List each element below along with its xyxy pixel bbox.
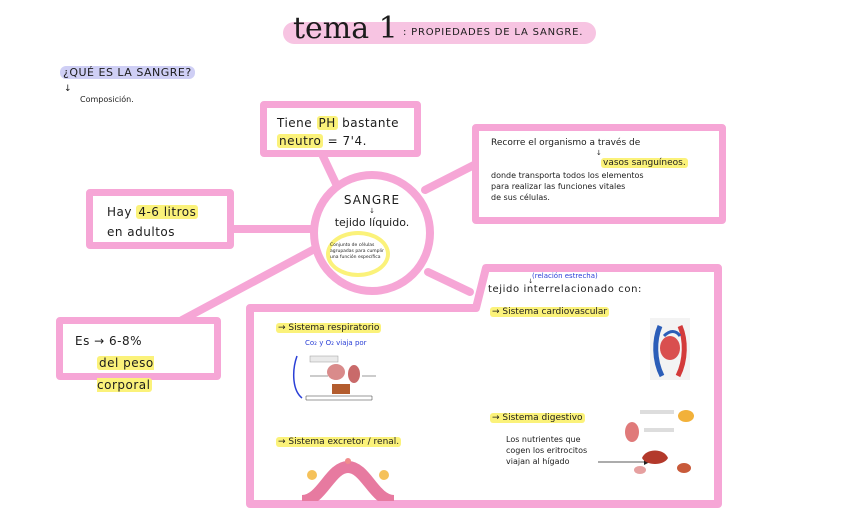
center-inner-text: Conjunto de células agrupadas para cumpl… [330, 243, 384, 260]
main-header: tejido interrelacionado con: [488, 284, 642, 295]
box-peso-highlight: del peso corporal [97, 356, 154, 392]
box-litros-highlight: 4-6 litros [136, 205, 199, 219]
box-ph-text-b: bastante [342, 116, 400, 130]
page-subtitle: : PROPIEDADES DE LA SANGRE. [403, 27, 584, 38]
digestivo-note-line3: viajan al hígado [506, 457, 570, 466]
connector-peso [178, 241, 326, 324]
respiratorio-note: Co₂ y O₂ viaja por [305, 339, 367, 347]
center-title: SANGRE [343, 193, 401, 207]
center-arrow-icon: ↓ [369, 207, 375, 215]
box-recorre-line3: donde transporta todos los elementos [491, 171, 644, 180]
box-recorre: Recorre el organismo a través de ↓ vasos… [472, 124, 726, 224]
question-text: ¿QUÉ ES LA SANGRE? [60, 66, 195, 79]
box-peso: Es → 6-8% del peso corporal [56, 317, 221, 392]
relation-label: (relación estrecha) [532, 272, 598, 280]
box-ph-highlight-neutro: neutro [277, 134, 324, 148]
box-litros: Hay 4-6 litros en adultos [86, 189, 234, 249]
center-subtitle: tejido líquido. [334, 216, 410, 229]
digestivo-diagram-image [620, 408, 700, 480]
question-arrow-icon: ↓ [64, 84, 72, 94]
box-recorre-line5: de sus células. [491, 193, 550, 202]
relation-arrow-icon: ↓ [528, 278, 534, 285]
box-ph: Tiene PH bastante neutro = 7'4. [260, 101, 421, 157]
box-litros-line1: Hay 4-6 litros [107, 202, 213, 222]
page-title: tema 1 [293, 11, 398, 46]
digestivo-note: Los nutrientes que cogen los eritrocitos… [506, 434, 587, 467]
system-respiratorio-label: → Sistema respiratorio [276, 323, 382, 333]
excretor-diagram-image [302, 457, 394, 501]
box-ph-line1: Tiene PH bastante [277, 114, 404, 132]
box-recorre-arrow-icon: ↓ [596, 149, 602, 157]
title-highlight [283, 22, 596, 44]
digestivo-note-line2: cogen los eritrocitos [506, 446, 588, 455]
box-ph-highlight-ph: PH [316, 116, 338, 130]
box-recorre-line4: para realizar las funciones vitales [491, 182, 626, 191]
question-sub: Composición. [80, 95, 134, 104]
system-cardiovascular-label: → Sistema cardiovascular [490, 307, 610, 317]
digestivo-note-line1: Los nutrientes que [506, 435, 581, 444]
box-litros-text: Hay [107, 205, 132, 219]
center-circle: SANGRE ↓ tejido líquido. Conjunto de cél… [310, 171, 434, 295]
system-excretor: → Sistema excretor / renal. [276, 437, 402, 447]
system-respiratorio: → Sistema respiratorio [276, 323, 382, 333]
system-excretor-label: → Sistema excretor / renal. [276, 437, 402, 447]
box-recorre-line1: Recorre el organismo a través de [491, 138, 641, 148]
box-recorre-highlight: vasos sanguíneos. [601, 158, 688, 168]
cardiovascular-diagram-image [632, 316, 708, 382]
center-inner-ring [326, 231, 390, 277]
connector-recorre [421, 161, 478, 194]
question-heading: ¿QUÉ ES LA SANGRE? [60, 66, 195, 79]
system-cardiovascular: → Sistema cardiovascular [490, 307, 610, 317]
system-digestivo: → Sistema digestivo [490, 413, 585, 423]
respiratorio-diagram-image [292, 350, 382, 402]
title-block: tema 1 : PROPIEDADES DE LA SANGRE. [283, 11, 598, 46]
box-peso-line1: Es → 6-8% [75, 334, 143, 348]
box-ph-text-a: Tiene [277, 116, 313, 130]
connector-main [424, 268, 474, 296]
box-ph-line2: neutro = 7'4. [277, 132, 404, 150]
system-digestivo-label: → Sistema digestivo [490, 413, 585, 423]
box-ph-value: = 7'4. [327, 134, 367, 148]
box-litros-line2: en adultos [107, 225, 176, 239]
